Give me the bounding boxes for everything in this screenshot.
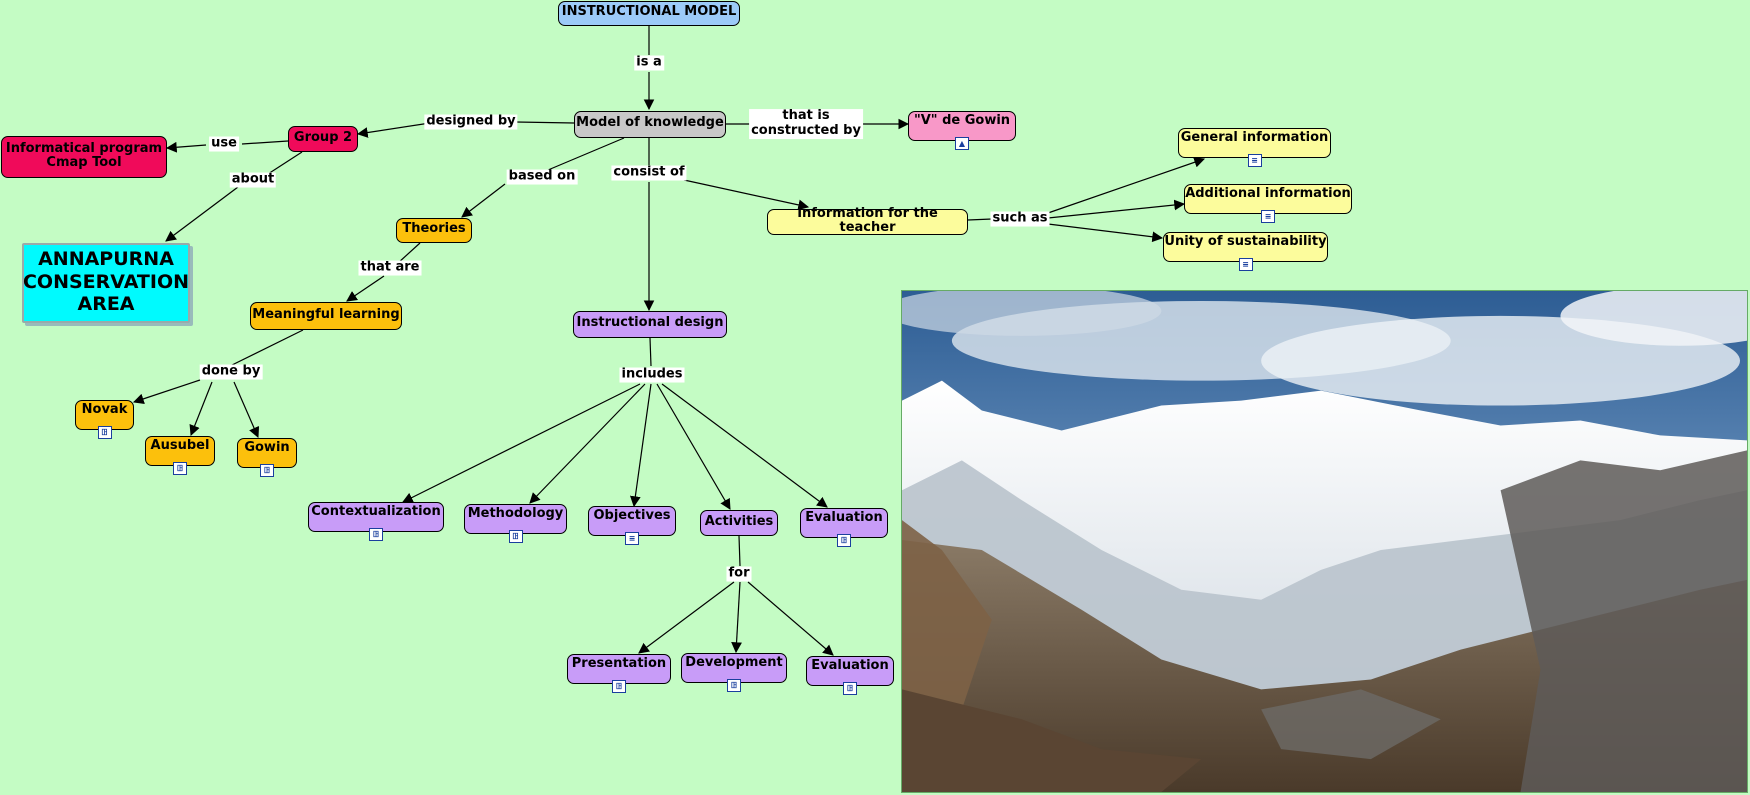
image-icon[interactable]: ▲ — [955, 137, 969, 150]
concept-map-icon[interactable]: ꖸ — [727, 679, 741, 692]
contextualization-label: Contextualization — [311, 503, 441, 519]
activities-label: Activities — [704, 513, 774, 529]
document-icon[interactable]: ≡ — [1261, 210, 1275, 223]
methodology-label: Methodology — [467, 505, 564, 521]
info-teacher-node[interactable]: Information for the teacher — [767, 205, 968, 235]
presentation-label: Presentation — [571, 655, 667, 671]
evaluation-node[interactable]: Evaluation ꖸ — [800, 508, 888, 547]
instructional-design-node[interactable]: Instructional design — [573, 311, 727, 338]
development-node[interactable]: Development ꖸ — [681, 653, 787, 692]
novak-node[interactable]: Novak ꖸ — [75, 400, 134, 439]
additional-info-label: Additional information — [1185, 185, 1351, 201]
evaluation-activity-node[interactable]: Evaluation ꖸ — [806, 656, 894, 695]
link-label-constructed-by: that is constructed by — [749, 108, 863, 139]
document-icon[interactable]: ≡ — [1238, 258, 1253, 271]
informatical-program-node[interactable]: Informatical program Cmap Tool — [1, 136, 167, 178]
document-icon[interactable]: ≡ — [625, 532, 639, 545]
instructional-design-label: Instructional design — [576, 315, 724, 331]
document-icon[interactable]: ≡ — [1247, 154, 1262, 167]
ausubel-label: Ausubel — [150, 437, 210, 453]
info-teacher-label: Information for the teacher — [797, 205, 938, 235]
general-info-node[interactable]: General information ≡ — [1178, 128, 1331, 167]
evaluation-activity-label: Evaluation — [811, 657, 889, 673]
additional-info-node[interactable]: Additional information ≡ — [1184, 184, 1352, 223]
unity-sustainability-label: Unity of sustainability — [1164, 233, 1327, 249]
methodology-node[interactable]: Methodology ꖸ — [464, 504, 567, 543]
link-label-includes: includes — [619, 366, 685, 383]
concept-map-icon[interactable]: ꖸ — [508, 530, 523, 543]
objectives-node[interactable]: Objectives ≡ — [588, 506, 676, 545]
novak-label: Novak — [81, 401, 128, 417]
annapurna-label: ANNAPURNA CONSERVATION AREA — [22, 247, 190, 316]
theories-label: Theories — [402, 221, 466, 237]
link-label-use: use — [209, 135, 239, 152]
concept-map-icon[interactable]: ꖸ — [837, 534, 851, 547]
gowin-node[interactable]: Gowin ꖸ — [237, 438, 297, 477]
link-label-that-are: that are — [358, 259, 422, 276]
meaningful-learning-node[interactable]: Meaningful learning — [250, 302, 402, 330]
annapurna-mountain-photo — [901, 290, 1748, 793]
link-label-is-a: is a — [634, 54, 664, 71]
instructional-model-node[interactable]: INSTRUCTIONAL MODEL — [558, 1, 740, 26]
ausubel-node[interactable]: Ausubel ꖸ — [145, 436, 215, 475]
theories-node[interactable]: Theories — [396, 218, 472, 243]
link-label-such-as: such as — [990, 210, 1050, 227]
gowin-label: Gowin — [244, 439, 290, 455]
development-label: Development — [685, 654, 783, 670]
meaningful-learning-label: Meaningful learning — [252, 306, 400, 322]
link-label-designed-by: designed by — [424, 113, 518, 130]
contextualization-node[interactable]: Contextualization ꖸ — [308, 502, 444, 541]
activities-node[interactable]: Activities — [700, 510, 778, 536]
v-de-gowin-label: "V" de Gowin — [913, 112, 1011, 128]
model-of-knowledge-label: Model of knowledge — [576, 115, 724, 131]
concept-map-icon[interactable]: ꖸ — [843, 682, 857, 695]
link-label-consist-of: consist of — [611, 164, 687, 181]
group2-label: Group 2 — [293, 129, 353, 145]
concept-map-icon[interactable]: ꖸ — [173, 462, 187, 475]
link-label-for: for — [726, 565, 752, 582]
instructional-model-label: INSTRUCTIONAL MODEL — [561, 4, 737, 20]
presentation-node[interactable]: Presentation ꖸ — [567, 654, 671, 693]
general-info-label: General information — [1180, 129, 1329, 145]
model-of-knowledge-node[interactable]: Model of knowledge — [574, 111, 726, 138]
unity-sustainability-node[interactable]: Unity of sustainability ≡ — [1163, 232, 1328, 271]
group2-node[interactable]: Group 2 — [288, 126, 358, 152]
annapurna-node[interactable]: ANNAPURNA CONSERVATION AREA — [22, 243, 190, 323]
concept-map-icon[interactable]: ꖸ — [369, 528, 383, 541]
link-label-based-on: based on — [506, 168, 578, 185]
concept-map-icon[interactable]: ꖸ — [612, 680, 626, 693]
link-label-about: about — [229, 171, 277, 188]
link-label-done-by: done by — [199, 363, 263, 380]
concept-map-icon[interactable]: ꖸ — [260, 464, 274, 477]
objectives-label: Objectives — [593, 507, 671, 523]
v-de-gowin-node[interactable]: "V" de Gowin ▲ — [908, 111, 1016, 150]
evaluation-label: Evaluation — [805, 509, 883, 525]
informatical-program-label: Informatical program Cmap Tool — [5, 140, 163, 170]
concept-map-icon[interactable]: ꖸ — [97, 426, 112, 439]
